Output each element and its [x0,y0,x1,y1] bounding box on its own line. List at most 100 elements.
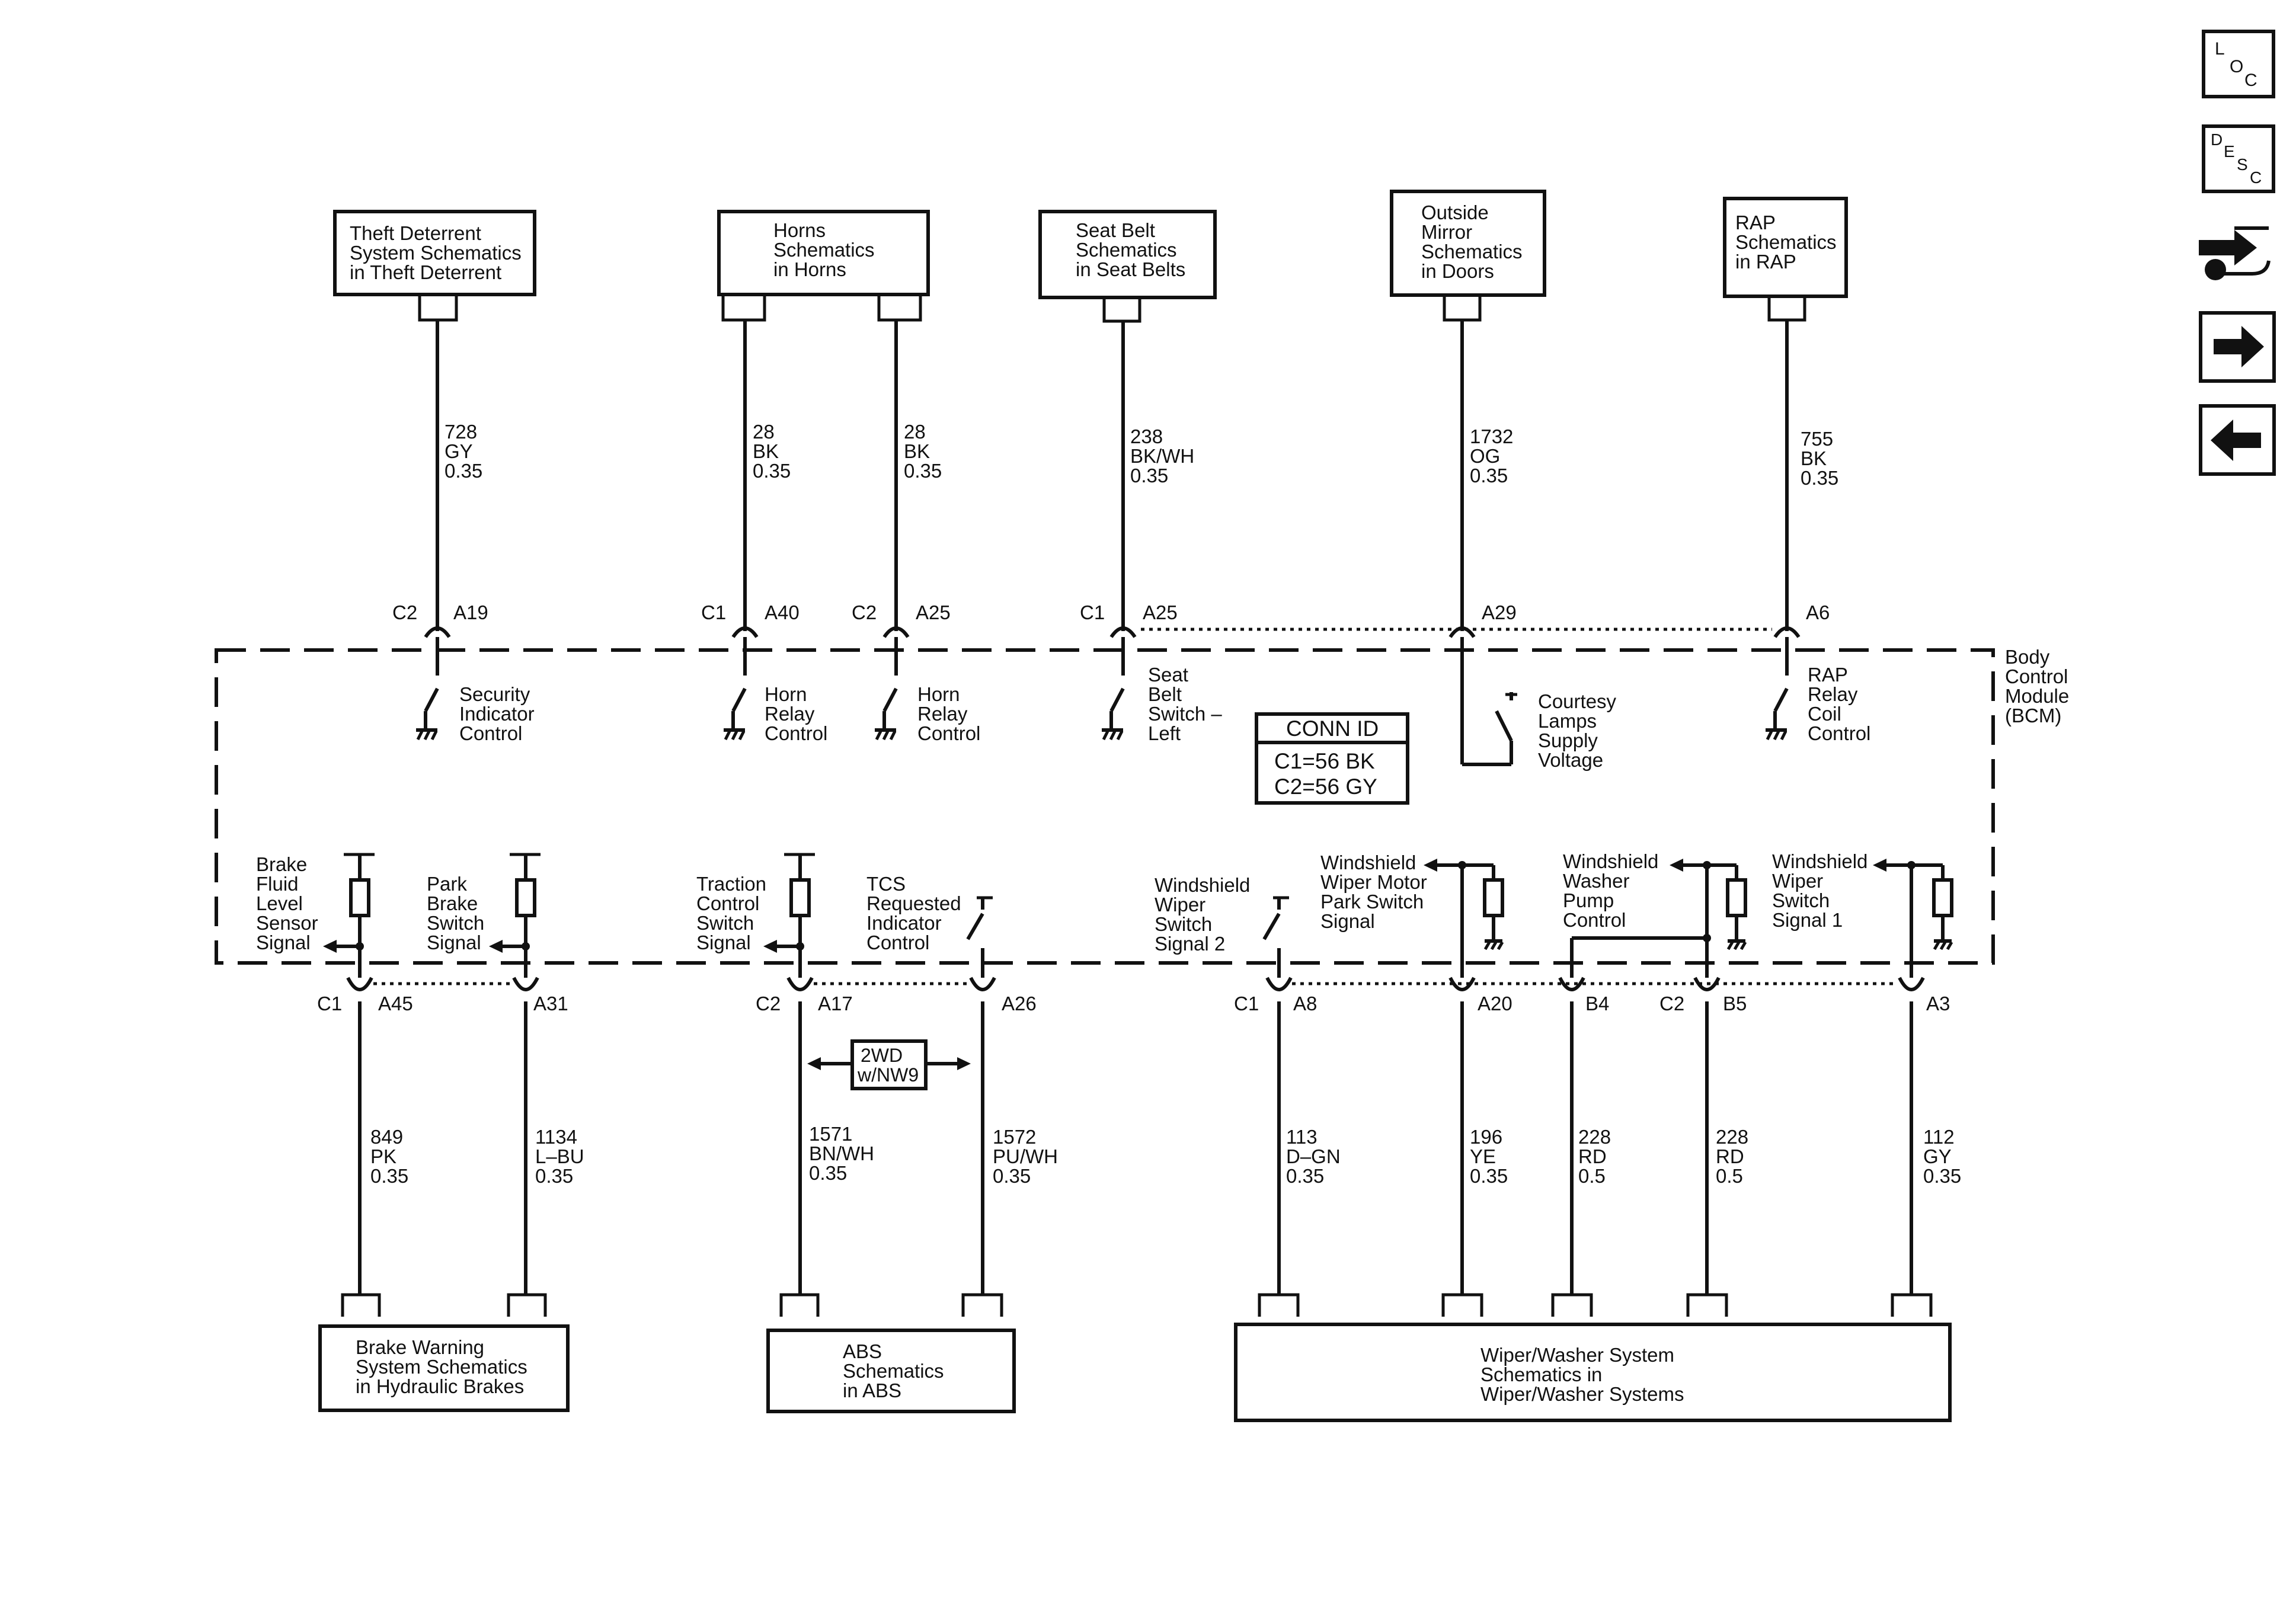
svg-text:RD: RD [1716,1145,1744,1167]
abs-box-line-3: in ABS [843,1379,901,1401]
conn-id-c1: C1=56 BK [1274,749,1375,773]
svg-text:Indicator: Indicator [866,912,942,934]
svg-text:1572: 1572 [993,1126,1036,1148]
wire-label-1134: 1134 L–BU 0.35 [535,1126,584,1187]
svg-text:L–BU: L–BU [535,1145,584,1167]
svg-text:Switch: Switch [696,912,754,934]
svg-text:Switch –: Switch – [1148,703,1222,725]
pin-theft-pin: A19 [453,601,488,623]
svg-text:BK: BK [904,440,930,462]
svg-text:Switch: Switch [427,912,484,934]
courtesy-lamps-switch [1460,637,1517,766]
svg-text:Relay: Relay [1808,683,1858,705]
svg-text:0.35: 0.35 [535,1165,573,1187]
horn2-switch [875,637,898,741]
horns-box[interactable]: Horns Schematics in Horns [717,210,930,296]
nav-desc-letter-s: S [2237,155,2248,174]
arrow-left-icon [2211,420,2261,461]
abs-box-line-1: ABS [843,1340,882,1362]
outside-mirror-box[interactable]: Outside Mirror Schematics in Doors [1390,190,1546,297]
svg-text:PU/WH: PU/WH [993,1145,1058,1167]
svg-text:Level: Level [256,892,303,914]
svg-text:Relay: Relay [917,703,968,725]
rap-box[interactable]: RAP Schematics in RAP [1723,197,1848,298]
rap-box-line-1: RAP [1735,212,1776,233]
brake-box-line-1: Brake Warning [356,1336,484,1358]
traction-control-circuit [763,853,815,978]
nav-desc-letter-d: D [2211,130,2223,149]
svg-text:0.35: 0.35 [445,460,482,482]
wire-label-849: 849 PK 0.35 [370,1126,408,1187]
svg-text:Requested: Requested [866,892,961,914]
svg-text:755: 755 [1801,428,1833,450]
svg-text:Brake: Brake [256,853,307,875]
svg-text:Signal 2: Signal 2 [1155,933,1225,955]
svg-text:Control: Control [459,722,522,744]
pin-a45: A45 [378,993,413,1014]
brake-box-line-3: in Hydraulic Brakes [356,1375,524,1397]
svg-text:Belt: Belt [1148,683,1182,705]
theft-box-line-2: System Schematics [350,242,522,264]
svg-text:0.35: 0.35 [1130,465,1168,486]
svg-text:Signal: Signal [1320,910,1375,932]
seat-belt-box[interactable]: Seat Belt Schematics in Seat Belts [1038,210,1217,299]
pin-c1-right: C1 [1234,993,1259,1014]
wire-label-228-a: 228 RD 0.5 [1578,1126,1611,1187]
next-page-button[interactable] [2199,311,2276,383]
theft-box-line-3: in Theft Deterrent [350,261,501,283]
abs-box[interactable]: ABS Schematics in ABS [766,1329,1016,1413]
svg-text:Supply: Supply [1538,729,1598,751]
svg-text:Pump: Pump [1563,889,1614,911]
svg-text:Wiper: Wiper [1772,870,1823,892]
svg-text:BK: BK [1801,447,1827,469]
wire-label-728: 728 GY 0.35 [445,421,482,482]
svg-text:1571: 1571 [809,1123,852,1145]
svg-text:Horn: Horn [917,683,960,705]
nav-loc-letter-o: O [2230,57,2243,76]
theft-deterrent-box[interactable]: Theft Deterrent System Schematics in The… [333,210,536,296]
wiper-washer-box[interactable]: Wiper/Washer System Schematics in Wiper/… [1234,1323,1952,1422]
horns-box-line-3: in Horns [773,258,846,280]
nav-desc-letter-c: C [2250,168,2262,187]
nav-desc-button[interactable]: D E S C [2202,124,2275,193]
horns-box-line-1: Horns [773,219,826,241]
svg-text:Windshield: Windshield [1320,852,1416,873]
security-switch [416,637,439,741]
wire-label-28-b: 28 BK 0.35 [904,421,942,482]
label-wiper-switch-2: Windshield Wiper Switch Signal 2 [1155,874,1250,955]
mirror-box-line-1: Outside [1421,201,1489,223]
svg-text:Signal 1: Signal 1 [1772,909,1843,931]
previous-page-button[interactable] [2199,404,2276,476]
svg-text:Control: Control [765,722,827,744]
bcm-label: Body Control Module (BCM) [2005,646,2069,726]
label-park-brake: Park Brake Switch Signal [427,873,484,953]
svg-text:Park Switch: Park Switch [1320,891,1424,913]
connector-tool-icon[interactable] [2199,226,2271,280]
svg-text:Coil: Coil [1808,703,1841,725]
horn1-switch [724,637,747,741]
pin-a3: A3 [1926,993,1950,1014]
svg-text:Lamps: Lamps [1538,710,1597,732]
pin-a17: A17 [818,993,853,1014]
label-traction-control: Traction Control Switch Signal [696,873,766,953]
washer-pump-circuit [1570,859,1747,978]
svg-text:0.35: 0.35 [1470,1165,1508,1187]
svg-text:TCS: TCS [866,873,906,895]
svg-text:196: 196 [1470,1126,1502,1148]
svg-text:Control: Control [1808,722,1870,744]
svg-text:28: 28 [753,421,775,443]
pin-a31: A31 [533,993,568,1014]
rap-box-line-3: in RAP [1735,251,1796,273]
nav-loc-button[interactable]: L O C [2202,30,2275,98]
pin-horn2-pin: A25 [916,601,951,623]
wire-label-1572: 1572 PU/WH 0.35 [993,1126,1058,1187]
svg-text:Control: Control [917,722,980,744]
pin-seatbelt-pin: A25 [1143,601,1178,623]
option-2wd-box: 2WD w/NW9 [807,1039,971,1090]
svg-text:Module: Module [2005,685,2069,707]
svg-text:Signal: Signal [427,932,481,953]
top-pin-labels: C2 A19 C1 A40 C2 A25 C1 A25 A29 A6 [392,601,1830,623]
svg-text:0.35: 0.35 [993,1165,1031,1187]
brake-warning-box[interactable]: Brake Warning System Schematics in Hydra… [318,1324,570,1412]
